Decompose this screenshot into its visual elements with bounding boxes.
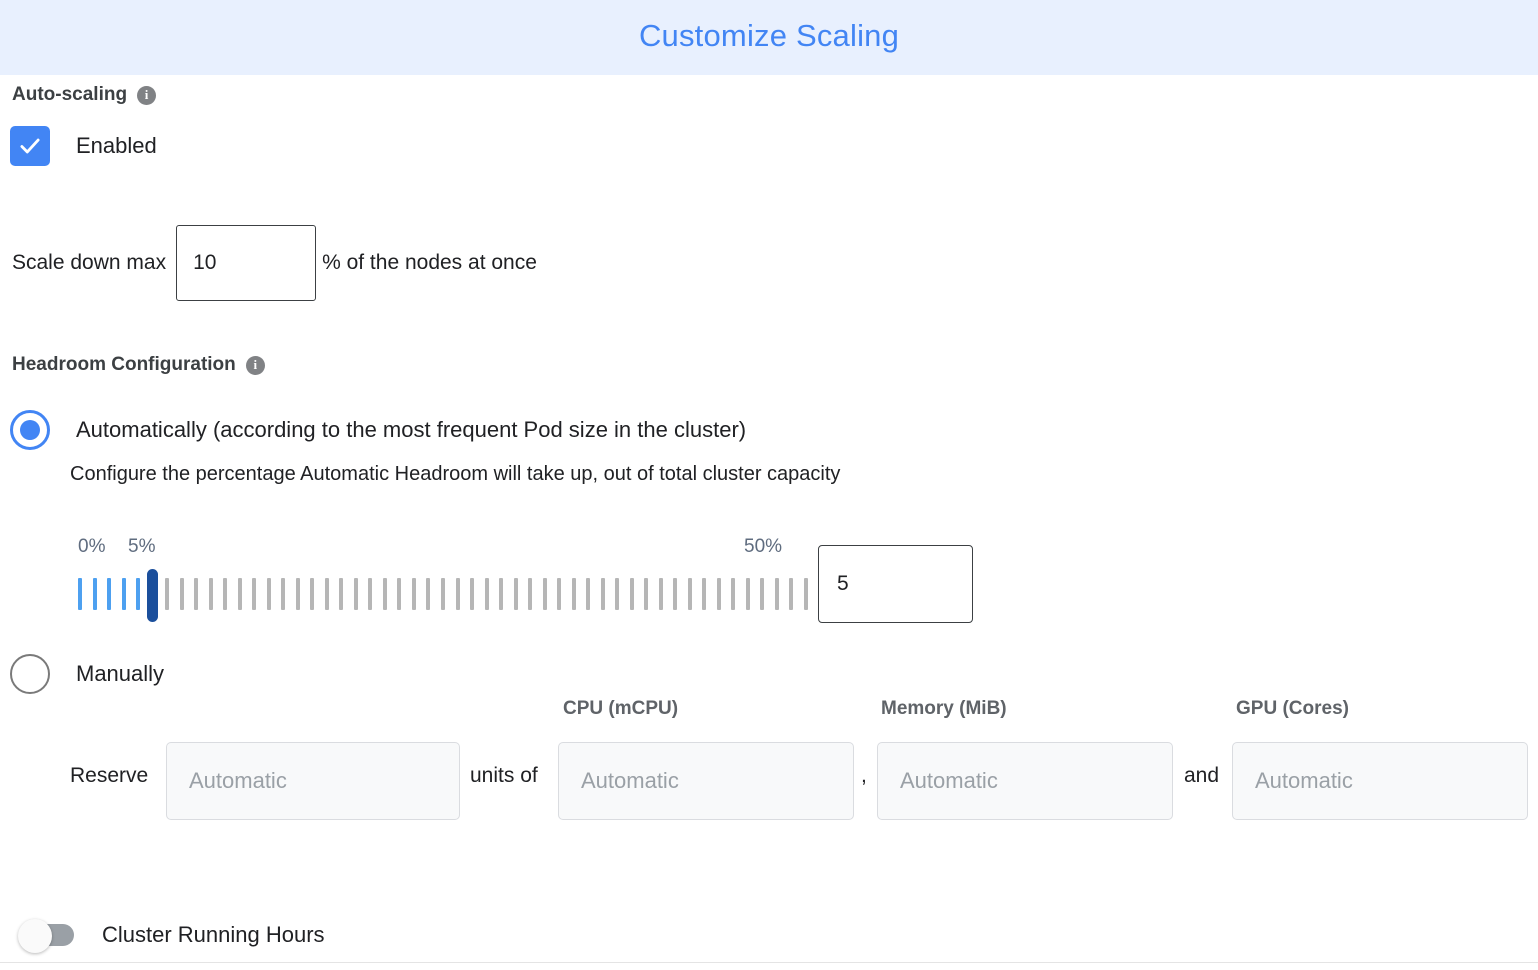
info-icon[interactable]: i (245, 355, 265, 375)
slider-tick[interactable] (121, 578, 126, 610)
panel-header: Customize Scaling (0, 0, 1538, 75)
autoscaling-label-text: Auto-scaling (12, 84, 128, 105)
slider-tick[interactable] (571, 578, 576, 610)
slider-tick[interactable] (470, 578, 475, 610)
slider-tick[interactable] (629, 578, 634, 610)
slider-tick[interactable] (266, 578, 271, 610)
cluster-running-hours-toggle[interactable] (18, 919, 74, 953)
slider-tick[interactable] (397, 578, 402, 610)
slider-tick[interactable] (513, 578, 518, 610)
headroom-slider[interactable]: 0% 5% 50% (78, 536, 808, 622)
headroom-option-automatic[interactable]: Automatically (according to the most fre… (10, 410, 746, 450)
slider-tick[interactable] (281, 578, 286, 610)
slider-tick[interactable] (208, 578, 213, 610)
slider-tick[interactable] (252, 578, 257, 610)
slider-tick[interactable] (223, 578, 228, 610)
slider-tick[interactable] (804, 578, 808, 610)
slider-tick[interactable] (644, 578, 649, 610)
slider-tick[interactable] (194, 578, 199, 610)
reserve-gpu-input[interactable] (1232, 742, 1528, 820)
cluster-running-hours-label: Cluster Running Hours (102, 922, 325, 947)
slider-tick[interactable] (426, 578, 431, 610)
units-of-label: units of (470, 764, 538, 787)
column-header-memory: Memory (MiB) (881, 698, 1007, 719)
slider-tick[interactable] (411, 578, 416, 610)
scale-down-max-input[interactable] (176, 225, 317, 301)
slider-scale-labels: 0% 5% 50% (78, 536, 808, 562)
reserve-memory-input[interactable] (877, 742, 1173, 820)
slider-current-label: 5% (128, 536, 156, 557)
headroom-option-manually[interactable]: Manually (10, 654, 164, 694)
headroom-section-label: Headroom Configuration i (12, 354, 265, 376)
slider-tick[interactable] (441, 578, 445, 610)
radio-manually[interactable] (10, 654, 50, 694)
slider-min-label: 0% (78, 536, 106, 557)
slider-tick[interactable] (789, 578, 794, 610)
slider-thumb[interactable] (147, 569, 159, 622)
slider-tick[interactable] (295, 578, 300, 610)
slider-tick[interactable] (731, 578, 736, 610)
radio-automatic-label: Automatically (according to the most fre… (76, 417, 747, 442)
cluster-running-hours-row[interactable]: Cluster Running Hours (18, 919, 325, 953)
reserve-row: Reserve units of , and (0, 742, 1538, 820)
slider-tick[interactable] (310, 578, 315, 610)
slider-tick[interactable] (107, 578, 112, 610)
slider-tick[interactable] (615, 578, 620, 610)
slider-tick[interactable] (658, 578, 663, 610)
slider-tick[interactable] (557, 578, 562, 610)
slider-tick[interactable] (165, 578, 170, 610)
slider-tick[interactable] (760, 578, 765, 610)
headroom-value-input[interactable] (818, 545, 973, 623)
headroom-description: Configure the percentage Automatic Headr… (70, 463, 841, 485)
slider-tick[interactable] (687, 578, 692, 610)
toggle-knob (18, 919, 52, 953)
slider-tick[interactable] (484, 578, 489, 610)
autoscaling-enabled-label: Enabled (76, 133, 157, 158)
slider-tick[interactable] (702, 578, 707, 610)
radio-manually-label: Manually (76, 661, 165, 686)
slider-tick[interactable] (339, 578, 344, 610)
slider-tick[interactable] (528, 578, 533, 610)
info-icon[interactable]: i (137, 85, 157, 105)
reserve-label: Reserve (70, 764, 149, 787)
column-header-cpu: CPU (mCPU) (563, 698, 679, 719)
reserve-units-input[interactable] (166, 742, 460, 820)
slider-tick[interactable] (745, 578, 750, 610)
slider-tick[interactable] (455, 578, 460, 610)
slider-tick[interactable] (600, 578, 605, 610)
slider-tick[interactable] (237, 578, 242, 610)
slider-track[interactable] (78, 569, 808, 622)
slider-tick[interactable] (353, 578, 358, 610)
autoscaling-section-label: Auto-scaling i (12, 84, 157, 106)
autoscaling-enabled-row[interactable]: Enabled (10, 126, 157, 166)
and-label: and (1184, 764, 1220, 787)
scale-down-max-label: Scale down max (12, 251, 167, 274)
slider-tick[interactable] (586, 578, 591, 610)
slider-tick[interactable] (136, 578, 141, 610)
reserve-cpu-input[interactable] (558, 742, 854, 820)
slider-tick[interactable] (368, 578, 373, 610)
slider-tick[interactable] (92, 578, 97, 610)
slider-tick[interactable] (499, 578, 504, 610)
slider-tick[interactable] (673, 578, 678, 610)
bottom-divider (0, 962, 1538, 963)
column-header-gpu: GPU (Cores) (1236, 698, 1349, 719)
reserve-column-headers: CPU (mCPU) Memory (MiB) GPU (Cores) (0, 698, 1538, 726)
slider-tick[interactable] (324, 578, 329, 610)
scale-down-max-row: Scale down max % of the nodes at once (12, 225, 537, 301)
slider-tick[interactable] (382, 578, 387, 610)
slider-tick[interactable] (78, 578, 82, 610)
slider-tick[interactable] (179, 578, 184, 610)
comma-separator: , (861, 764, 867, 787)
autoscaling-enabled-checkbox[interactable] (10, 126, 50, 166)
slider-max-label: 50% (744, 536, 783, 557)
radio-automatic[interactable] (10, 410, 50, 450)
page-title: Customize Scaling (638, 18, 900, 53)
slider-tick[interactable] (716, 578, 721, 610)
slider-tick[interactable] (774, 578, 779, 610)
slider-tick[interactable] (542, 578, 547, 610)
headroom-label-text: Headroom Configuration (12, 354, 236, 375)
scale-down-max-suffix: % of the nodes at once (322, 251, 537, 274)
